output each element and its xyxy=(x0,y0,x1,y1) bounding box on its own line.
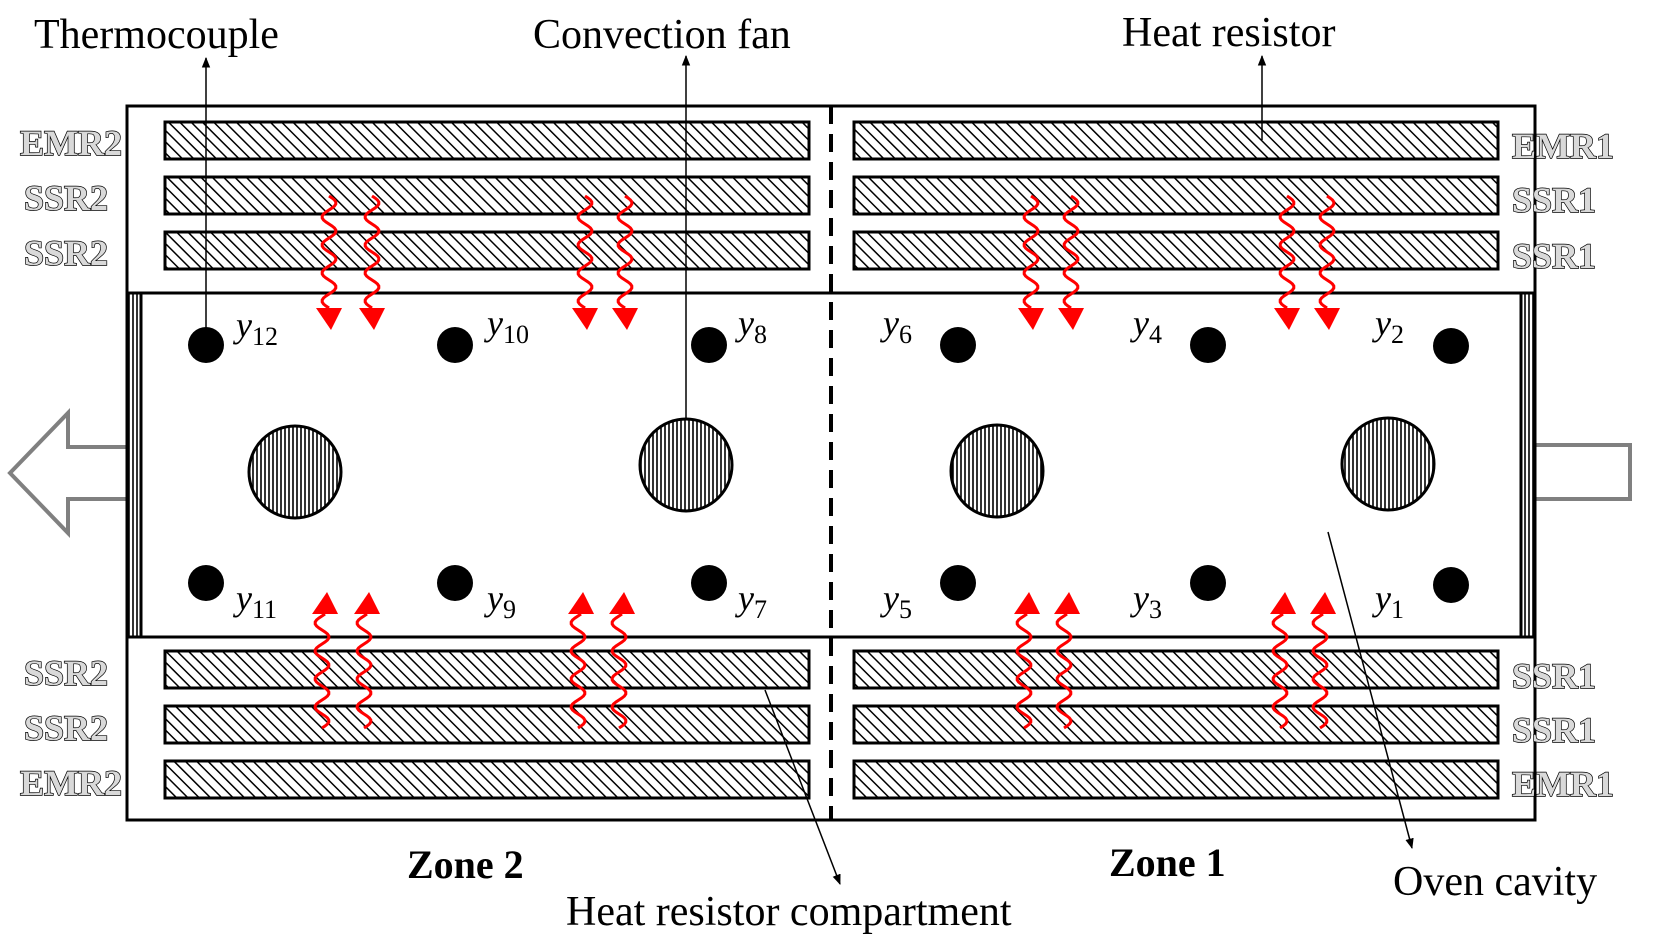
thermocouple-label: Thermocouple xyxy=(34,12,279,58)
right-wall xyxy=(1519,291,1537,639)
heat-wave-line xyxy=(1015,612,1033,730)
heat-resistor-bar xyxy=(852,120,1500,161)
heat-wave-arrowhead xyxy=(572,308,598,330)
thermocouple-dot xyxy=(437,565,473,601)
sensor-label-y7: y7 xyxy=(735,578,767,624)
heat-resistor-label: Heat resistor xyxy=(1122,10,1335,56)
heat-wave-arrowhead xyxy=(568,592,595,614)
relay-label-right: EMR1 xyxy=(1512,764,1614,804)
thermocouple-dot xyxy=(1190,565,1226,601)
heat-resistor-bar xyxy=(163,649,811,690)
relay-label-left: SSR2 xyxy=(24,233,108,273)
thermocouple-dot xyxy=(188,565,224,601)
relay-label-right: SSR1 xyxy=(1512,180,1596,220)
heat-wave-line xyxy=(1062,194,1080,310)
relay-label-left: SSR2 xyxy=(24,708,108,748)
thermocouple-dot xyxy=(691,565,727,601)
heat-wave-line xyxy=(363,194,381,310)
heat-resistor-bar xyxy=(163,704,811,745)
heat-wave-line xyxy=(355,612,373,730)
heat-wave-arrowhead xyxy=(312,592,339,614)
thermocouple-dot xyxy=(940,327,976,363)
sensor-label-y3: y3 xyxy=(1130,578,1162,624)
heat-wave-arrowhead xyxy=(1054,592,1081,614)
heat-wave-line xyxy=(1271,612,1289,730)
zone-2-label: Zone 2 xyxy=(407,842,524,887)
heat-wave-arrowhead xyxy=(354,592,381,614)
heat-wave-arrowhead xyxy=(359,308,385,330)
heat-resistor-bar xyxy=(163,175,811,216)
heat-wave-line xyxy=(313,612,331,730)
sensor-label-y10: y10 xyxy=(484,303,529,349)
heat-wave-arrowhead xyxy=(1310,592,1337,614)
convection-fan-label: Convection fan xyxy=(533,12,791,58)
convection-fan xyxy=(247,424,343,520)
oven-cavity-label: Oven cavity xyxy=(1393,859,1597,905)
heat-wave-arrowhead xyxy=(1270,592,1297,614)
convection-fan xyxy=(638,417,734,513)
sensor-label-y5: y5 xyxy=(880,578,912,624)
convection-fan xyxy=(1340,416,1436,512)
relay-label-left: EMR2 xyxy=(20,123,122,163)
heat-resistor-bar xyxy=(852,175,1500,216)
heat-wave-arrowhead xyxy=(1274,308,1300,330)
thermocouple-dot xyxy=(1190,327,1226,363)
heat-wave-line xyxy=(1278,194,1296,310)
thermocouple-dot xyxy=(691,327,727,363)
compartment-pointer xyxy=(764,689,841,885)
heat-radiation-waves xyxy=(312,194,1340,730)
thermocouple-dot xyxy=(1433,567,1469,603)
heat-resistor-compartment-label: Heat resistor compartment xyxy=(566,889,1012,935)
relay-label-left: SSR2 xyxy=(24,653,108,693)
sensor-label-y4: y4 xyxy=(1130,303,1162,349)
thermocouple-dot xyxy=(940,565,976,601)
heat-wave-line xyxy=(1022,194,1040,310)
heat-wave-line xyxy=(610,612,628,730)
heat-resistor-bar xyxy=(852,759,1500,800)
outlet-flow-arrow xyxy=(7,408,128,538)
relay-label-right: SSR1 xyxy=(1512,236,1596,276)
sensor-label-y2: y2 xyxy=(1372,303,1404,349)
oven-cavity-pointer xyxy=(1327,531,1414,850)
heat-wave-arrowhead xyxy=(612,308,638,330)
convection-fan xyxy=(949,423,1045,519)
sensor-label-y1: y1 xyxy=(1372,578,1404,624)
inlet-flow-arrow xyxy=(1530,443,1632,501)
sensor-label-y6: y6 xyxy=(880,303,912,349)
heat-wave-line xyxy=(569,612,587,730)
sensor-label-y9: y9 xyxy=(484,578,516,624)
heat-resistor-bar xyxy=(163,759,811,800)
heat-wave-arrowhead xyxy=(316,308,342,330)
thermocouple-dot xyxy=(437,327,473,363)
sensor-label-y11: y11 xyxy=(233,578,277,624)
relay-label-right: SSR1 xyxy=(1512,710,1596,750)
sensor-label-y8: y8 xyxy=(735,303,767,349)
sensor-label-y12: y12 xyxy=(233,305,278,351)
heat-wave-line xyxy=(320,194,338,310)
heat-wave-line xyxy=(576,194,594,310)
heat-wave-line xyxy=(1318,194,1336,310)
heat-resistor-bar xyxy=(852,230,1500,271)
relay-label-left: SSR2 xyxy=(24,178,108,218)
left-wall xyxy=(125,291,143,639)
thermocouple-dot xyxy=(1433,328,1469,364)
relay-label-right: EMR1 xyxy=(1512,126,1614,166)
heat-resistor-bar xyxy=(163,230,811,271)
heat-resistor-bar xyxy=(852,704,1500,745)
heat-wave-arrowhead xyxy=(609,592,636,614)
relay-label-left: EMR2 xyxy=(20,763,122,803)
relay-label-right: SSR1 xyxy=(1512,656,1596,696)
heat-resistor-bar xyxy=(163,120,811,161)
zone-1-label: Zone 1 xyxy=(1109,840,1226,885)
thermocouple-dot xyxy=(188,327,224,363)
heat-wave-arrowhead xyxy=(1058,308,1084,330)
heat-wave-arrowhead xyxy=(1314,308,1340,330)
heat-wave-arrowhead xyxy=(1018,308,1044,330)
heat-wave-line xyxy=(616,194,634,310)
heat-wave-line xyxy=(1311,612,1329,730)
heat-wave-line xyxy=(1055,612,1073,730)
heat-resistor-bar xyxy=(852,649,1500,690)
heat-wave-arrowhead xyxy=(1014,592,1041,614)
